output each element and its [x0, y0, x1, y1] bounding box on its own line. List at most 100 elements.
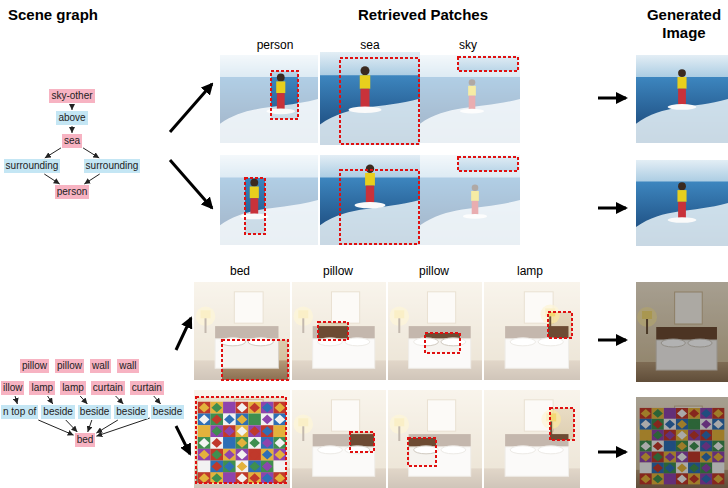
- node-text: beside: [43, 406, 72, 417]
- quilt-square: [223, 449, 236, 461]
- quilt-diamond: [262, 450, 273, 460]
- quilt-square: [274, 425, 287, 437]
- quilt-diamond: [249, 450, 260, 460]
- surfer-body: [677, 77, 686, 89]
- flow-arrow: [170, 160, 212, 208]
- pillow-shape: [414, 446, 439, 454]
- patch-box: [408, 438, 436, 466]
- patch-box: [548, 312, 572, 338]
- node-text: curtain: [93, 382, 123, 393]
- quilt-square: [261, 449, 274, 461]
- quilt-diamond: [224, 415, 235, 425]
- photo: [194, 390, 290, 488]
- surfer-head: [678, 69, 686, 77]
- photo: [220, 55, 318, 143]
- photo: [292, 390, 386, 488]
- node-text: surrounding: [86, 160, 139, 171]
- object-box: lamp: [29, 381, 55, 395]
- wall-area: [388, 282, 482, 380]
- quilt-square: [248, 449, 261, 461]
- node-text: lamp: [31, 382, 53, 393]
- surfer-legs: [277, 93, 285, 110]
- object-box: pillow: [55, 359, 84, 373]
- fade-overlay: [388, 282, 482, 380]
- quilt-square: [274, 461, 287, 473]
- relation-box: surrounding: [4, 159, 61, 173]
- wave: [636, 99, 728, 143]
- quilt-diamond: [275, 438, 286, 448]
- surfboard: [355, 202, 386, 208]
- patch-box: [222, 340, 288, 380]
- node-text: wall: [92, 360, 109, 371]
- surfboard: [349, 106, 382, 113]
- object-box: bed: [75, 433, 96, 447]
- quilt-square: [261, 425, 274, 437]
- quilt-square: [248, 437, 261, 449]
- quilt-diamond: [237, 415, 248, 425]
- wall-area: [388, 390, 482, 488]
- quilt-diamond: [224, 462, 235, 472]
- photo: [320, 155, 420, 245]
- relation-arrow: [84, 174, 99, 184]
- quilt-square: [248, 461, 261, 473]
- object-box: wall: [117, 359, 138, 373]
- fade-overlay: [220, 155, 318, 245]
- surfboard: [668, 104, 697, 110]
- quilt-diamond: [262, 438, 273, 448]
- node-text: sky-other: [51, 90, 92, 101]
- quilt-square: [223, 402, 236, 414]
- flow-arrow: [170, 84, 212, 132]
- quilt-diamond: [237, 426, 248, 436]
- surfer-legs: [678, 202, 686, 219]
- quilt-square: [198, 425, 211, 437]
- quilt-diamond: [262, 403, 273, 413]
- patch-box: [340, 170, 419, 244]
- flow-arrow: [598, 339, 626, 342]
- surfer-head: [366, 165, 374, 173]
- quilt-diamond: [224, 403, 235, 413]
- object-box: wall: [90, 359, 111, 373]
- photo: [420, 155, 520, 245]
- quilt-square: [274, 437, 287, 449]
- patch-box: [458, 57, 518, 71]
- relation-box: beside: [78, 405, 111, 419]
- flow-arrow: [598, 207, 626, 210]
- relation-arrow: [88, 420, 92, 432]
- object-box: sky-other: [49, 89, 94, 103]
- patch-box: [340, 58, 419, 144]
- quilt-square: [236, 402, 249, 414]
- sea-area: [320, 178, 420, 246]
- flow-arrow: [598, 451, 626, 454]
- surfboard: [668, 217, 697, 223]
- sea-area: [320, 75, 420, 145]
- photo: [292, 282, 386, 380]
- quilt-square: [198, 402, 211, 414]
- quilt-diamond: [199, 450, 210, 460]
- relation-box: above: [56, 111, 87, 125]
- quilt-diamond: [199, 473, 210, 483]
- object-box: pillow: [20, 359, 49, 373]
- relation-box: beside: [41, 405, 74, 419]
- relation-box: surrounding: [84, 159, 141, 173]
- node-text: person: [57, 186, 88, 197]
- quilt-square: [261, 414, 274, 426]
- quilt-diamond: [262, 473, 273, 483]
- wall-area: [292, 390, 386, 488]
- photo: [636, 55, 728, 143]
- node-text: beside: [153, 406, 182, 417]
- fade-overlay: [194, 390, 290, 488]
- wall-area: [194, 282, 290, 380]
- quilt-diamond: [237, 403, 248, 413]
- relation-arrow: [96, 420, 118, 433]
- sky-area: [636, 55, 728, 78]
- sea-area: [636, 182, 728, 247]
- quilt-square: [198, 437, 211, 449]
- fade-overlay: [292, 282, 386, 380]
- quilt-diamond: [275, 473, 286, 483]
- quilt-diamond: [275, 450, 286, 460]
- surfer-legs: [678, 89, 686, 106]
- fade-overlay: [220, 55, 318, 143]
- patch-box: [196, 397, 286, 483]
- object-box: sea: [62, 134, 82, 148]
- quilt-diamond: [262, 462, 273, 472]
